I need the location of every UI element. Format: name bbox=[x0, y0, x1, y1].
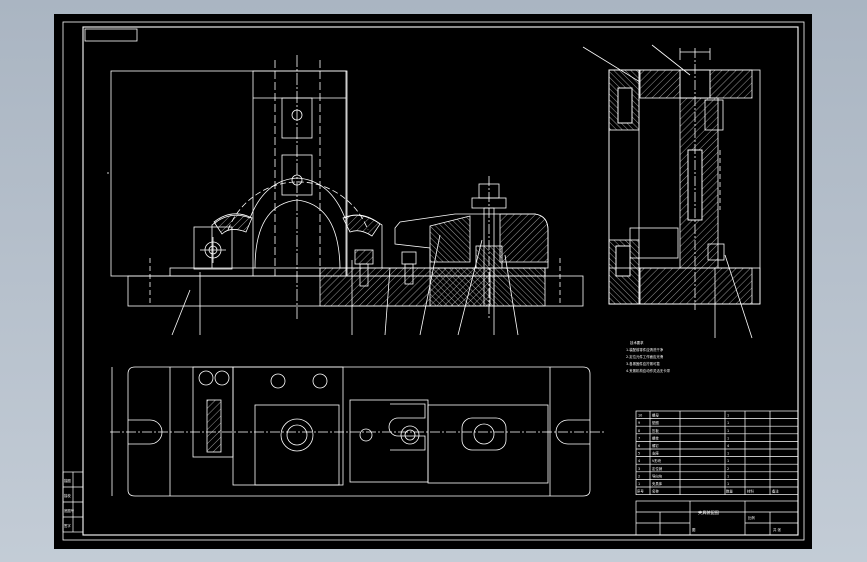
bom-cell-no: 8 bbox=[638, 429, 640, 433]
bom-cell-name: 定位销 bbox=[652, 466, 663, 471]
bom-cell-qty: 1 bbox=[727, 421, 729, 425]
scale-label: 比例 bbox=[748, 515, 755, 520]
bom-cell-no: 6 bbox=[638, 444, 640, 448]
bom-cell-no: 5 bbox=[638, 452, 640, 456]
bom-header-material: 材料 bbox=[747, 489, 754, 494]
front-view bbox=[107, 55, 584, 336]
svg-text:4.夹紧机构应动作灵活无卡滞: 4.夹紧机构应动作灵活无卡滞 bbox=[626, 368, 671, 373]
bom-cell-name: 导向块 bbox=[652, 473, 663, 478]
bom-cell-qty: 2 bbox=[727, 467, 729, 471]
svg-text:3.各紧固件应拧紧可靠: 3.各紧固件应拧紧可靠 bbox=[626, 361, 660, 366]
bom-cell-qty: 4 bbox=[727, 444, 729, 448]
bom-cell-no: 2 bbox=[638, 474, 640, 478]
bom-cell-qty: 1 bbox=[727, 482, 729, 486]
inner-border bbox=[82, 26, 799, 536]
bom-cell-qty: 1 bbox=[727, 474, 729, 478]
bom-cell-name: 支座 bbox=[652, 451, 659, 456]
bom-cell-name: 压板 bbox=[652, 428, 659, 433]
bom-cell-no: 4 bbox=[638, 459, 640, 463]
strip-label: 描校 bbox=[64, 493, 71, 498]
bom-cell-qty: 1 bbox=[727, 436, 729, 440]
left-strip bbox=[62, 471, 84, 533]
bom-cell-name: 螺钉 bbox=[652, 443, 659, 448]
bom-cell-name: V形块 bbox=[652, 458, 662, 463]
bom-cell-name: 垫圈 bbox=[652, 420, 659, 425]
top-view bbox=[110, 366, 605, 497]
bom-header-name: 名称 bbox=[652, 489, 659, 494]
bom-cell-qty: 1 bbox=[727, 414, 729, 418]
corner-code-box bbox=[84, 28, 138, 42]
bom-cell-name: 螺栓 bbox=[652, 435, 659, 440]
bom-cell-qty: 1 bbox=[727, 429, 729, 433]
strip-label: 描图 bbox=[64, 478, 71, 483]
bom-cell-no: 10 bbox=[638, 414, 642, 418]
sheet-note: 图 bbox=[692, 528, 696, 532]
bom-header-no: 序号 bbox=[637, 489, 644, 494]
svg-text:2.定位元件工作面应光滑: 2.定位元件工作面应光滑 bbox=[626, 354, 664, 359]
bom-cell-no: 1 bbox=[638, 482, 640, 486]
outer-border bbox=[62, 21, 805, 541]
bom-header-qty: 数量 bbox=[726, 489, 733, 494]
bom-cell-no: 3 bbox=[638, 467, 640, 471]
bom-cell-name: 夹具体 bbox=[652, 481, 663, 486]
drawing-name: 夹具装配图 bbox=[698, 509, 719, 516]
strip-label: 底图号 bbox=[64, 508, 75, 513]
side-view bbox=[582, 44, 761, 339]
bom-cell-qty: 1 bbox=[727, 452, 729, 456]
bom-cell-name: 螺母 bbox=[652, 413, 659, 418]
strip-label: 签字 bbox=[64, 523, 71, 528]
bom-cell-qty: 1 bbox=[727, 459, 729, 463]
bom-header-note: 备注 bbox=[772, 489, 779, 494]
bom-cell-no: 7 bbox=[638, 436, 640, 440]
tech-requirements: 技术要求 1.装配前零件应清洗干净 2.定位元件工作面应光滑 3.各紧固件应拧紧… bbox=[626, 340, 671, 373]
sheet-count: 共 张 bbox=[773, 527, 781, 532]
svg-text:1.装配前零件应清洗干净: 1.装配前零件应清洗干净 bbox=[626, 347, 664, 352]
bom-cell-no: 9 bbox=[638, 421, 640, 425]
svg-text:技术要求: 技术要求 bbox=[630, 340, 644, 345]
title-block bbox=[635, 500, 799, 536]
